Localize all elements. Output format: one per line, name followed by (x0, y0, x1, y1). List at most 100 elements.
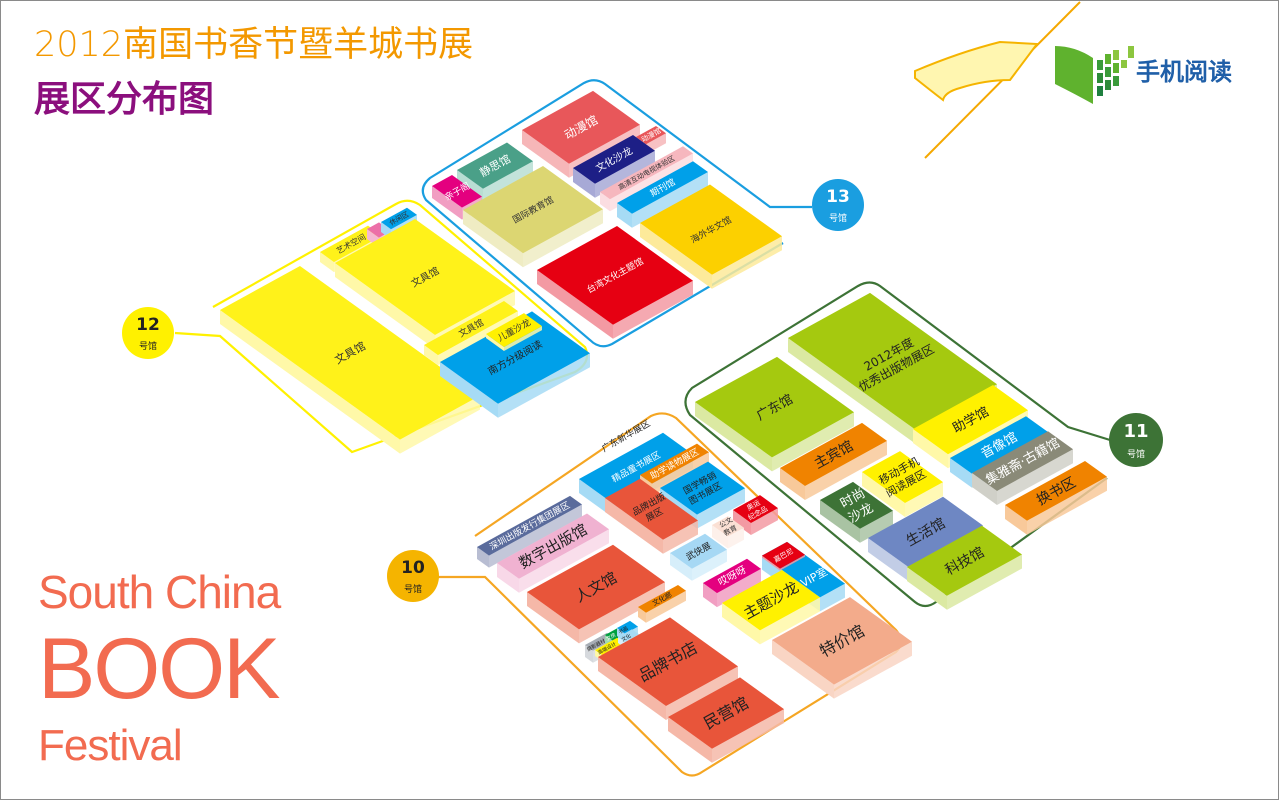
zone-h13-intl[interactable]: 国际教育馆 (463, 166, 603, 268)
zone-top-face (463, 166, 603, 254)
zone-side-face (666, 666, 738, 720)
zone-top-face (722, 570, 820, 631)
zone-side-face (598, 657, 666, 720)
zone-top-face (907, 525, 1022, 596)
zone-h10-digital[interactable]: 数字出版馆 (497, 513, 609, 593)
zone-h13-parent[interactable]: 亲子阁 (432, 175, 482, 220)
zone-h10-jiabani[interactable]: 嘉巴尼 (762, 541, 805, 571)
zone-side-face (717, 568, 761, 608)
zone-side-face (703, 583, 717, 608)
zone-side-face (617, 203, 632, 228)
zone-top-face (335, 219, 515, 335)
zone-side-face (424, 345, 438, 366)
hall-badge-circle (812, 179, 864, 231)
zone-top-face (381, 207, 417, 230)
hall-10-badge[interactable]: 10 号馆 (387, 550, 439, 602)
zone-h10-humanities[interactable]: 人文馆 (527, 544, 665, 644)
zone-side-face (573, 168, 595, 198)
zone-top-face (868, 496, 983, 567)
zone-side-face (947, 554, 1022, 610)
zone-side-face (728, 527, 744, 549)
zone-h13-periodicals[interactable]: 期刊馆 (617, 161, 708, 228)
zone-top-face (640, 184, 782, 275)
zone-side-face (504, 326, 542, 351)
zone-side-face (668, 717, 712, 763)
zone-top-face (320, 225, 382, 263)
zone-top-face (522, 90, 640, 164)
zone-side-face (695, 402, 772, 472)
zone-top-face (220, 266, 480, 440)
zone-side-face (805, 440, 887, 500)
mobile-reading-logo-text: 手机阅读 (1136, 58, 1232, 86)
zone-top-face (595, 637, 624, 655)
zone-side-face (522, 130, 569, 178)
zone-side-face (220, 310, 400, 454)
hall-badge-circle (387, 550, 439, 602)
zone-h11-tech[interactable]: 科技馆 (907, 525, 1022, 610)
zone-h13-jingsi[interactable]: 静思馆 (457, 142, 533, 201)
zone-top-face (972, 431, 1073, 491)
zone-side-face (400, 395, 480, 454)
zone-top-face (660, 461, 745, 515)
zone-top-face (486, 313, 542, 347)
zone-top-face (668, 677, 784, 749)
zone-side-face (486, 334, 504, 351)
zone-top-face (497, 513, 609, 579)
festival-name-line2: BOOK (38, 621, 281, 717)
zone-top-face (670, 533, 727, 569)
zone-side-face (595, 150, 655, 198)
zone-h11-exchange[interactable]: 换书区 (1005, 461, 1107, 535)
zone-h13-salon[interactable]: 文化沙龙 (573, 135, 655, 198)
zone-h13-taiwan[interactable]: 台湾文化主题馆 (537, 226, 693, 339)
zone-h10-private[interactable]: 民营馆 (668, 677, 784, 763)
hall-13-badge[interactable]: 13 号馆 (812, 179, 864, 231)
zone-side-face (579, 479, 609, 515)
hall-suffix: 号馆 (1127, 448, 1145, 460)
zone-top-face (579, 432, 693, 501)
festival-name-line1: South China (38, 566, 281, 618)
zone-side-face (860, 510, 893, 543)
zone-h10-wuxia[interactable]: 武侠展 (670, 533, 727, 581)
zone-top-face (605, 478, 698, 540)
zone-side-face (579, 582, 665, 644)
zone-h13-overseas[interactable]: 海外华文馆 (640, 184, 782, 289)
zone-side-face (868, 538, 908, 581)
zone-top-face (820, 481, 893, 529)
zone-h10-bargain[interactable]: 特价馆 (772, 597, 912, 699)
zone-top-face (862, 451, 943, 503)
hall-badge-circle (122, 307, 174, 359)
zone-side-face (712, 525, 728, 549)
zone-h12-wenju-big[interactable]: 文具馆 (220, 266, 480, 454)
hall-11-outline (684, 281, 1111, 608)
zone-side-face (972, 473, 997, 505)
hall-badge-circle (1109, 413, 1163, 467)
zone-side-face (820, 583, 845, 612)
zone-h10-aiyaya[interactable]: 哎呀呀 (703, 558, 761, 608)
zone-side-face (498, 353, 590, 418)
zone-side-face (772, 640, 834, 699)
zone-top-face (432, 175, 482, 208)
zone-side-face (585, 645, 593, 663)
zone-top-face (703, 558, 761, 594)
hall-12-badge[interactable]: 12 号馆 (122, 307, 174, 359)
zone-top-face (762, 541, 805, 569)
zone-top-face (457, 142, 533, 189)
zone-side-face (751, 508, 778, 535)
hall-11-badge[interactable]: 11 号馆 (1109, 413, 1163, 467)
zone-h11-guangdong[interactable]: 广东馆 (695, 356, 854, 472)
hall-number: 10 (401, 558, 425, 578)
zone-top-face (440, 311, 590, 404)
zone-top-face (780, 422, 887, 486)
zone-h10-theme[interactable]: 主题沙龙 (722, 570, 820, 645)
zone-h10-brandstore[interactable]: 品牌书店 (598, 617, 738, 720)
zone-top-face (1005, 461, 1107, 521)
zone-h12-wenju3[interactable]: 文具馆 (424, 301, 518, 366)
zone-side-face (762, 555, 780, 571)
hall-suffix: 号馆 (139, 340, 157, 352)
